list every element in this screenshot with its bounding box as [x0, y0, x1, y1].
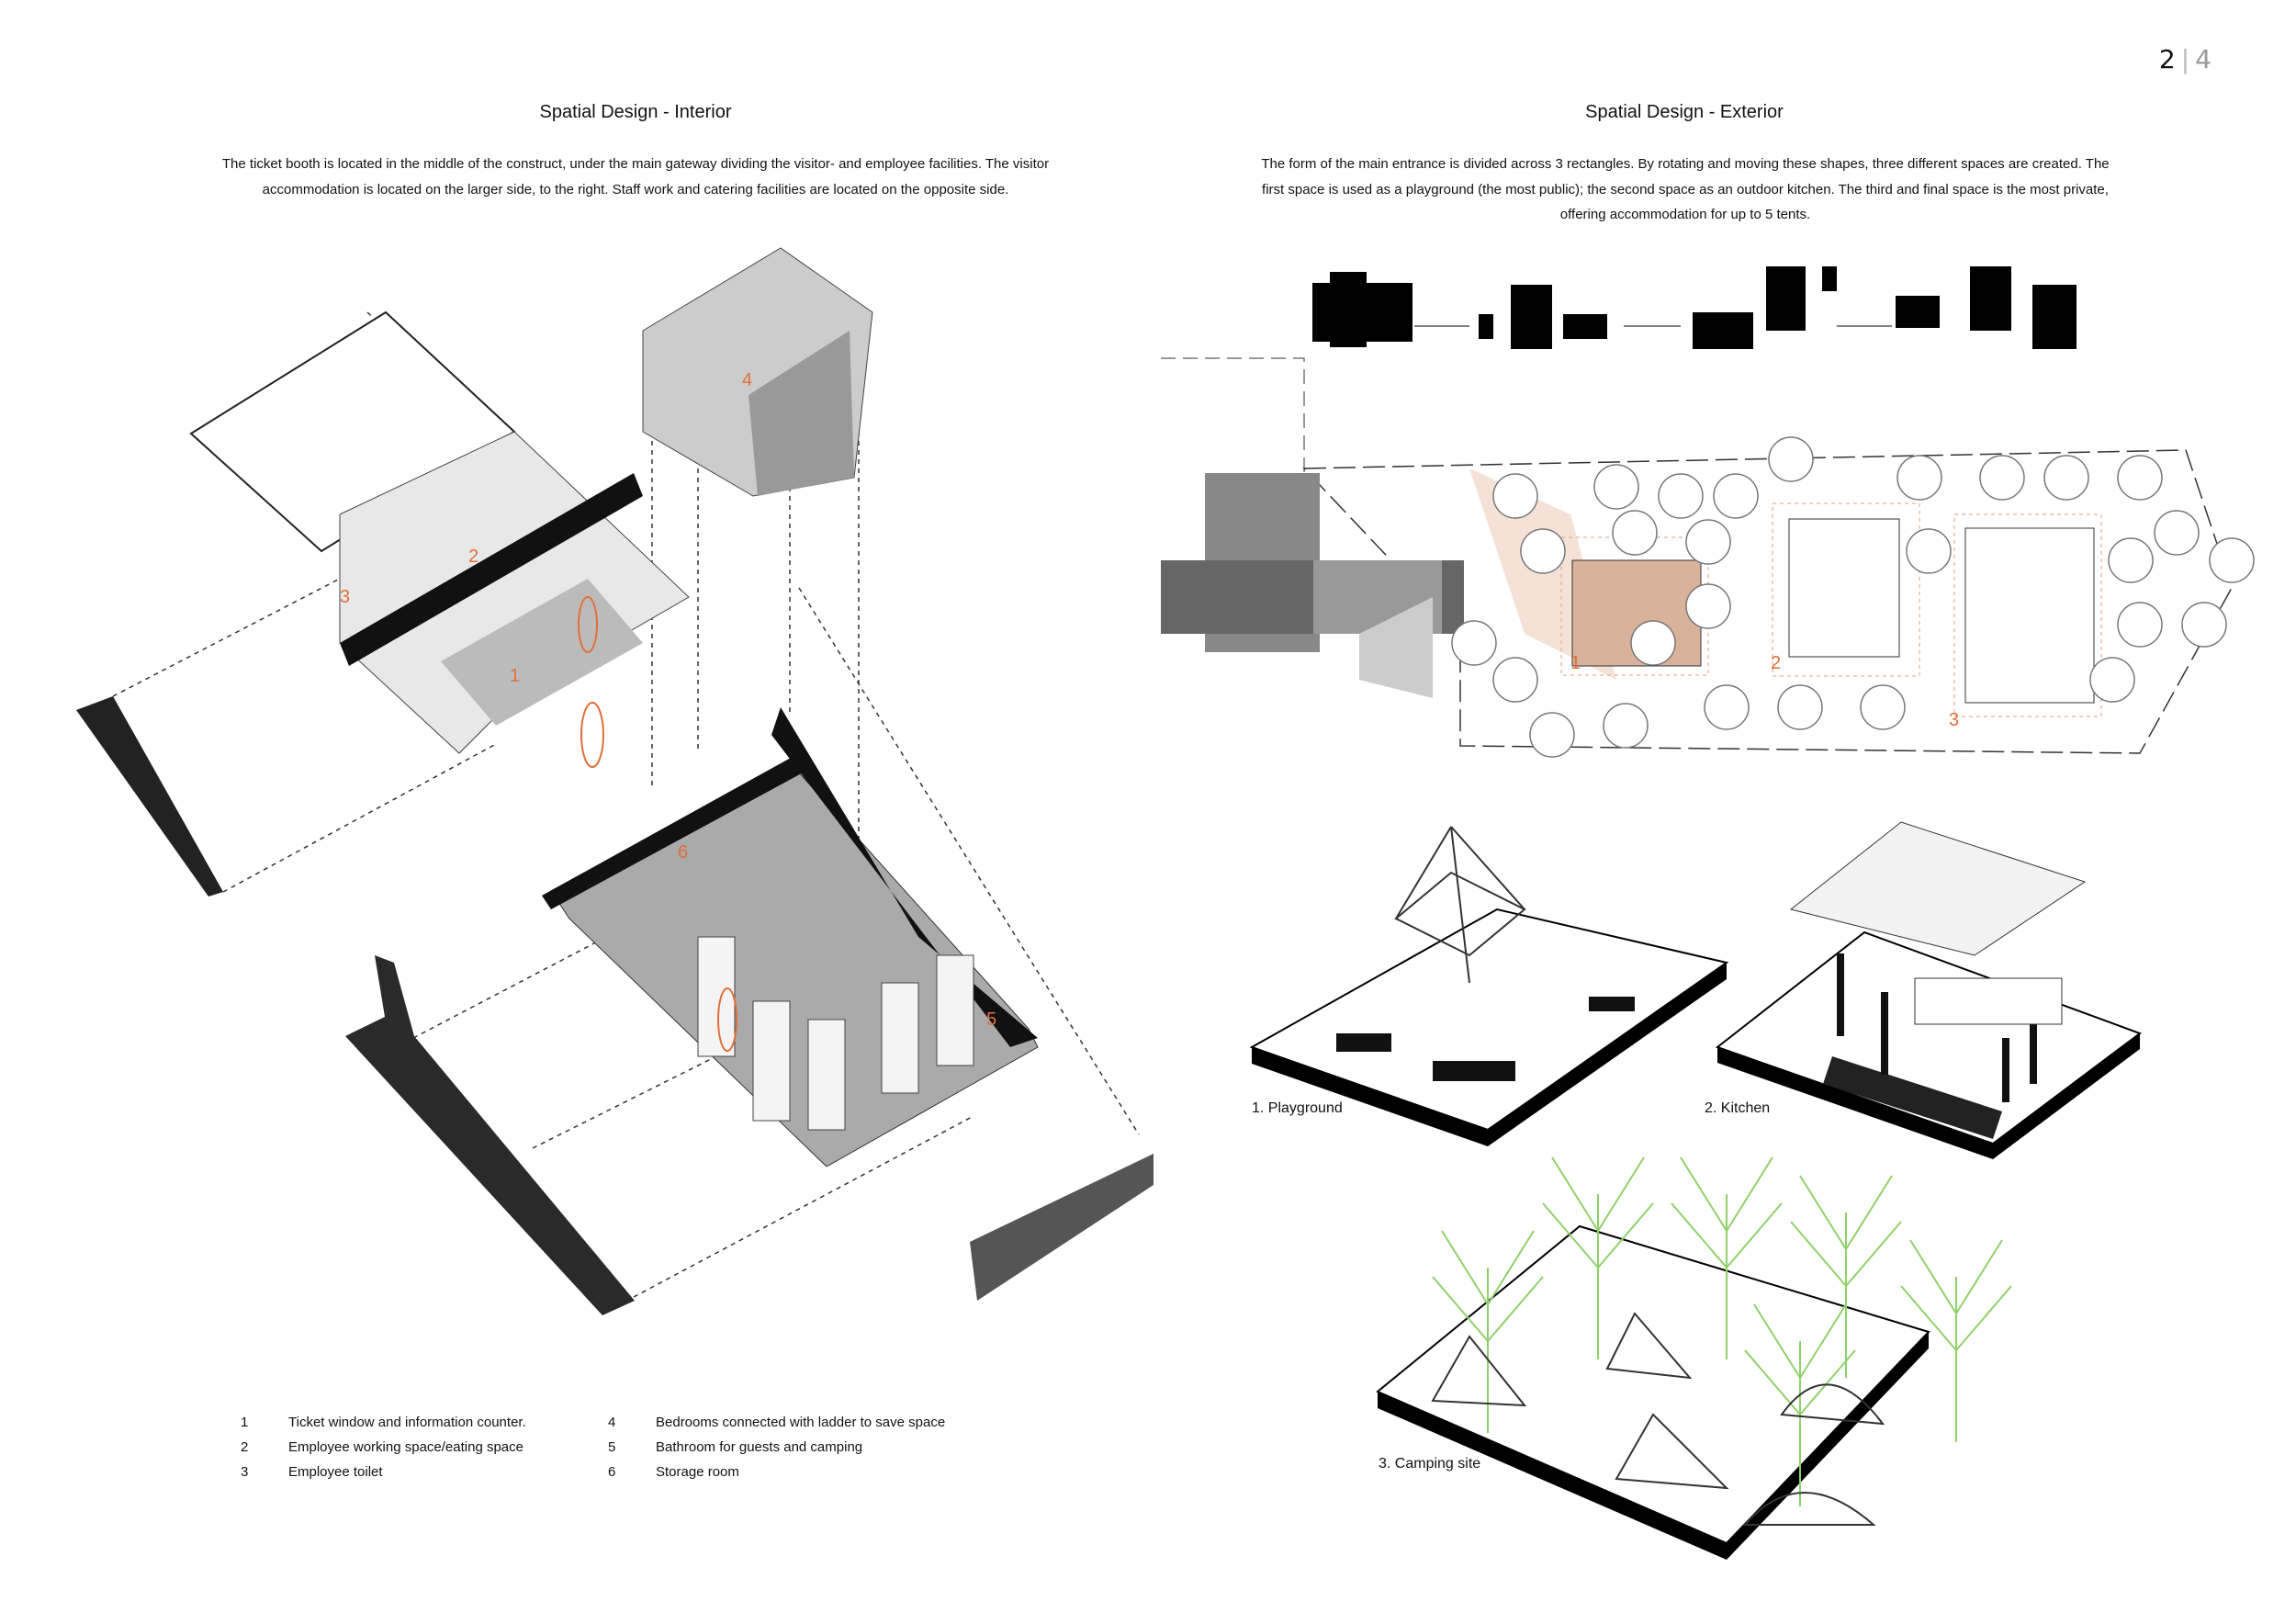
tree-symbol	[1777, 684, 1823, 730]
tree-symbol	[2089, 657, 2135, 703]
tree-symbol	[1603, 703, 1649, 749]
tree-symbol	[1612, 510, 1658, 556]
gateway-beam	[340, 473, 643, 666]
visitor-wall-edge	[771, 707, 1038, 1047]
caption-camping: 3. Camping site	[1379, 1456, 1481, 1472]
caption-kitchen: 2. Kitchen	[1705, 1100, 1771, 1116]
legend-text-4: Bedrooms connected with ladder to save s…	[656, 1415, 946, 1430]
tree-symbol	[1658, 473, 1704, 519]
human-figures	[578, 596, 737, 1052]
exterior-title: Spatial Design - Exterior	[1585, 102, 1784, 122]
legend-text-5: Bathroom for guests and camping	[656, 1439, 863, 1455]
tree-symbol	[2117, 455, 2163, 501]
page-total: 4	[2195, 44, 2212, 74]
tree-symbol	[2108, 537, 2154, 583]
tree-symbol	[1979, 455, 2025, 501]
plan-marker-2: 2	[1771, 653, 1781, 673]
interior-paragraph: The ticket booth is located in the middl…	[221, 156, 1050, 197]
lower-right-wall-slab	[970, 1154, 1154, 1301]
legend-num-6: 6	[608, 1464, 616, 1480]
green-tree	[1432, 1230, 1544, 1433]
room-marker-1: 1	[510, 666, 520, 686]
green-tree	[1790, 1175, 1902, 1378]
tree-symbol	[2209, 537, 2255, 583]
tree-symbol	[2117, 602, 2163, 648]
site-plan: 1 2 3	[1161, 357, 2255, 758]
room-marker-6: 6	[678, 842, 688, 863]
page-separator: |	[2180, 44, 2190, 74]
tree-symbol	[1713, 473, 1759, 519]
green-tree	[1744, 1303, 1856, 1506]
tree-symbol	[1593, 464, 1639, 510]
tree-symbol	[1685, 519, 1731, 565]
counter-area	[441, 579, 643, 726]
green-tree	[1542, 1156, 1654, 1359]
playground-axonometric	[1249, 826, 1729, 1146]
tree-symbol	[1492, 473, 1538, 519]
page-number: 2|4	[2159, 44, 2212, 74]
tree-symbol	[1906, 528, 1952, 574]
tree-symbol	[1685, 583, 1731, 629]
legend-text-1: Ticket window and information counter.	[288, 1415, 526, 1430]
tree-symbol	[2043, 455, 2089, 501]
legend-num-2: 2	[241, 1439, 249, 1455]
green-tree	[1900, 1239, 2012, 1442]
legend-num-4: 4	[608, 1415, 616, 1430]
page-current: 2	[2158, 44, 2176, 74]
left-wall-slab	[76, 696, 223, 897]
visitor-beam	[542, 753, 808, 909]
green-tree	[1671, 1156, 1783, 1359]
tree-symbol	[2181, 602, 2227, 648]
camping-axonometric	[1376, 1156, 2012, 1560]
exterior-paragraph: The form of the main entrance is divided…	[1261, 156, 2110, 222]
tree-symbol	[1529, 712, 1575, 758]
interior-axonometric: 1 2 3 4 5 6	[76, 247, 1154, 1315]
tree-symbol	[1768, 436, 1814, 482]
tree-symbol	[2154, 510, 2200, 556]
ladder-stack	[748, 331, 854, 496]
room-marker-3: 3	[340, 587, 350, 607]
legend-text-3: Employee toilet	[288, 1464, 383, 1480]
legend-text-2: Employee working space/eating space	[288, 1439, 523, 1455]
caption-playground: 1. Playground	[1252, 1100, 1343, 1116]
tree-symbol	[1630, 620, 1676, 666]
legend-num-5: 5	[608, 1439, 616, 1455]
tree-symbol	[1520, 528, 1566, 574]
plan-marker-1: 1	[1570, 653, 1581, 673]
legend-text-6: Storage room	[656, 1464, 739, 1480]
room-marker-5: 5	[986, 1009, 996, 1030]
room-marker-2: 2	[468, 547, 478, 567]
kitchen-axonometric	[1715, 821, 2143, 1159]
legend-num-3: 3	[241, 1464, 249, 1480]
room-marker-4: 4	[742, 370, 752, 390]
tree-symbol	[1896, 455, 1942, 501]
tree-symbol	[1492, 657, 1538, 703]
bathroom-stalls	[697, 936, 974, 1131]
tree-symbol	[1704, 684, 1750, 730]
lower-left-wall-slab	[345, 955, 635, 1315]
legend-num-1: 1	[241, 1415, 249, 1430]
interior-title: Spatial Design - Interior	[539, 102, 732, 122]
shape-transformation-diagram	[1312, 266, 2077, 349]
tree-symbol	[1451, 620, 1497, 666]
plan-marker-3: 3	[1949, 710, 1959, 730]
tree-symbol	[1860, 684, 1906, 730]
